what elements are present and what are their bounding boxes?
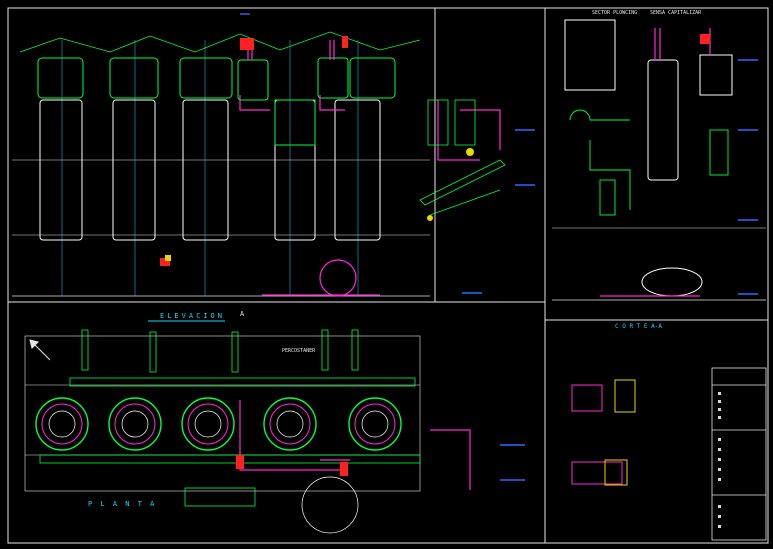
silo-3 — [182, 99, 229, 241]
plan-silo-3 — [181, 397, 235, 451]
section-header-2: SENSA CAPITALIZAR — [650, 10, 702, 16]
drawing-frame — [7, 7, 769, 544]
section-header-1: SECTOR PLOWCING — [592, 10, 637, 16]
plan-center-label: PERCOSTANER — [282, 348, 316, 354]
elevation-title: ELEVACION — [160, 312, 225, 320]
plan-silo-1 — [35, 397, 89, 451]
section-title: C O R T E A-A — [615, 323, 662, 330]
north-arrow-icon — [29, 339, 51, 361]
silo-5 — [334, 99, 381, 241]
elevation-view — [12, 13, 535, 297]
plan-view — [24, 329, 525, 534]
plan-silo-2 — [108, 397, 162, 451]
silo-4 — [274, 99, 316, 241]
plan-title: P L A N T A — [88, 500, 156, 508]
cut-marker-label: A — [240, 310, 245, 318]
details-legend — [571, 367, 767, 541]
plan-silo-4 — [263, 397, 317, 451]
silo-2 — [112, 99, 156, 241]
silo-1 — [39, 99, 83, 241]
section-view — [552, 19, 766, 301]
plan-silo-5 — [348, 397, 402, 451]
